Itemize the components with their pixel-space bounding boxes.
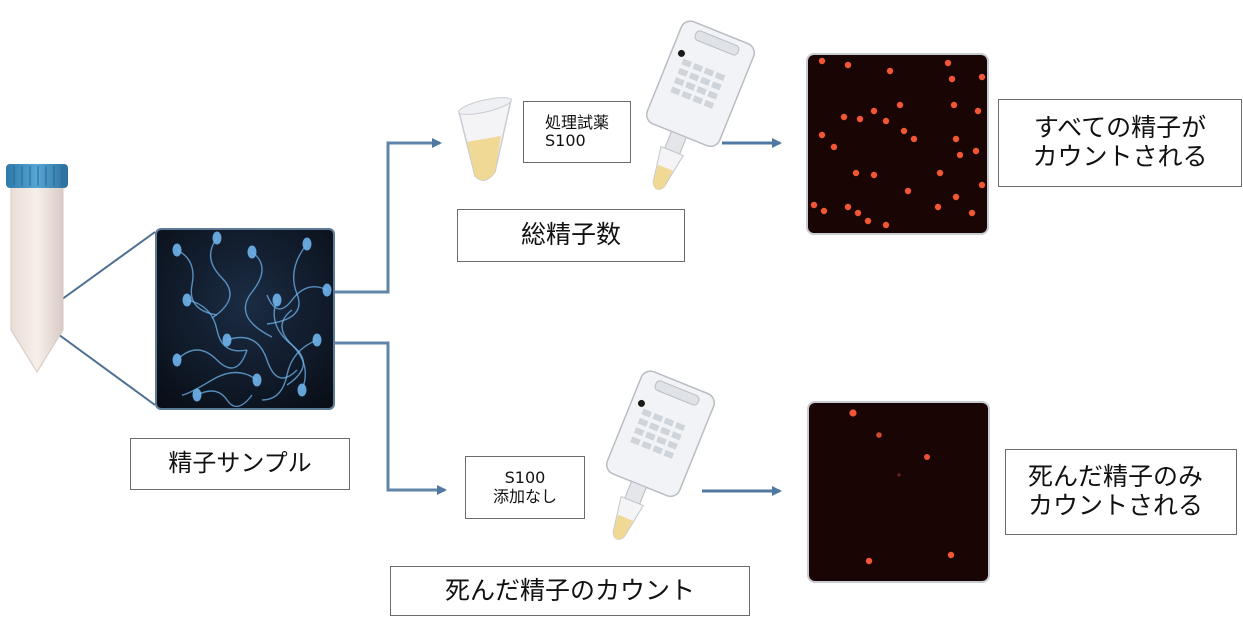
fluorescent-dot — [830, 143, 838, 151]
fluorescent-dot — [900, 127, 908, 135]
fluorescent-dot — [865, 557, 873, 565]
fluorescent-dot — [870, 171, 878, 179]
sperm-cell — [209, 231, 231, 319]
fluorescent-dot — [856, 115, 864, 123]
reagent-label-bottom-line1: S100 — [504, 468, 546, 488]
fluorescent-dot — [840, 113, 848, 121]
fluorescent-dot — [844, 203, 852, 211]
reagent-label-top-line1: 処理試薬 — [544, 112, 609, 132]
sperm-cell — [181, 371, 262, 396]
fluorescence-image — [807, 401, 990, 583]
fluorescent-dot — [934, 203, 942, 211]
fluorescent-dot — [978, 73, 986, 81]
fluorescent-dot — [849, 409, 857, 417]
fluorescent-dot — [886, 67, 894, 75]
sperm-cell — [244, 245, 273, 338]
sample-label: 精子サンプル — [130, 438, 350, 490]
fluorescence-image — [806, 53, 989, 235]
fluorescent-dot — [876, 432, 882, 438]
result-label-top-line1: すべての精子が — [1033, 113, 1207, 143]
fluorescent-dot — [882, 221, 890, 229]
result-label-bottom-line1: 死んだ精子のみ — [1028, 462, 1204, 492]
fluorescent-dot — [882, 117, 890, 125]
sample-tube-icon — [6, 164, 68, 373]
sperm-cell — [172, 243, 218, 316]
sperm-micrograph — [155, 228, 335, 410]
fluorescent-dot — [936, 169, 944, 177]
sperm-cell — [182, 293, 248, 352]
sperm-cell — [261, 333, 322, 401]
result-label-bottom-line2: カウントされる — [1028, 491, 1204, 520]
reagent-label-top: 処理試薬 S100 — [523, 101, 631, 163]
fluorescent-dot — [956, 151, 964, 159]
fluorescent-dot — [864, 217, 872, 225]
branch-connector-top — [333, 138, 442, 294]
dead-count-label-text: 死んだ精子のカウント — [444, 575, 695, 605]
counting-slide-icon — [605, 370, 715, 540]
fluorescent-dot — [974, 107, 982, 115]
total-count-label: 総精子数 — [457, 209, 685, 262]
counting-slide-icon — [645, 20, 755, 190]
result-label-top: すべての精子が カウントされる — [998, 99, 1242, 187]
fluorescent-dot — [904, 187, 912, 195]
reagent-label-bottom: S100 添加なし — [465, 456, 585, 519]
fluorescent-dot — [844, 61, 852, 69]
fluorescent-dot — [924, 454, 930, 460]
fluorescent-dot — [896, 101, 904, 109]
result-label-top-line2: カウントされる — [1032, 142, 1208, 171]
fluorescent-dot — [820, 207, 828, 215]
fluorescent-dot — [968, 209, 976, 217]
fluorescent-dot — [972, 147, 980, 155]
total-count-label-text: 総精子数 — [520, 220, 621, 250]
sperm-cell — [266, 283, 332, 310]
fluorescent-dot — [910, 135, 918, 143]
result-label-bottom: 死んだ精子のみ カウントされる — [1005, 449, 1237, 535]
reagent-label-top-line2: S100 — [544, 131, 586, 150]
sample-label-text: 精子サンプル — [168, 449, 312, 478]
reagent-label-bottom-line2: 添加なし — [492, 486, 557, 506]
fluorescent-dot — [818, 131, 826, 139]
fluorescent-dot — [950, 101, 958, 109]
fluorescent-dot — [852, 169, 860, 177]
fluorescent-dot — [810, 201, 818, 209]
sperm-cell — [192, 388, 253, 408]
fluorescent-dot — [944, 59, 952, 67]
fluorescent-dot — [854, 209, 862, 217]
branch-connector-bottom — [333, 341, 447, 495]
fluorescent-dot — [870, 107, 878, 115]
fluorescent-dot — [978, 181, 986, 189]
fluorescent-dot — [952, 135, 960, 143]
sperm-cell — [172, 349, 248, 369]
reagent-vial-icon — [458, 97, 512, 181]
fluorescent-dot — [952, 193, 960, 201]
fluorescent-dot — [818, 57, 826, 65]
fluorescent-dot — [897, 473, 901, 477]
fluorescent-dot — [947, 551, 955, 559]
dead-count-label: 死んだ精子のカウント — [390, 566, 750, 616]
sperm-cell — [281, 309, 307, 397]
fluorescent-dot — [948, 75, 956, 83]
